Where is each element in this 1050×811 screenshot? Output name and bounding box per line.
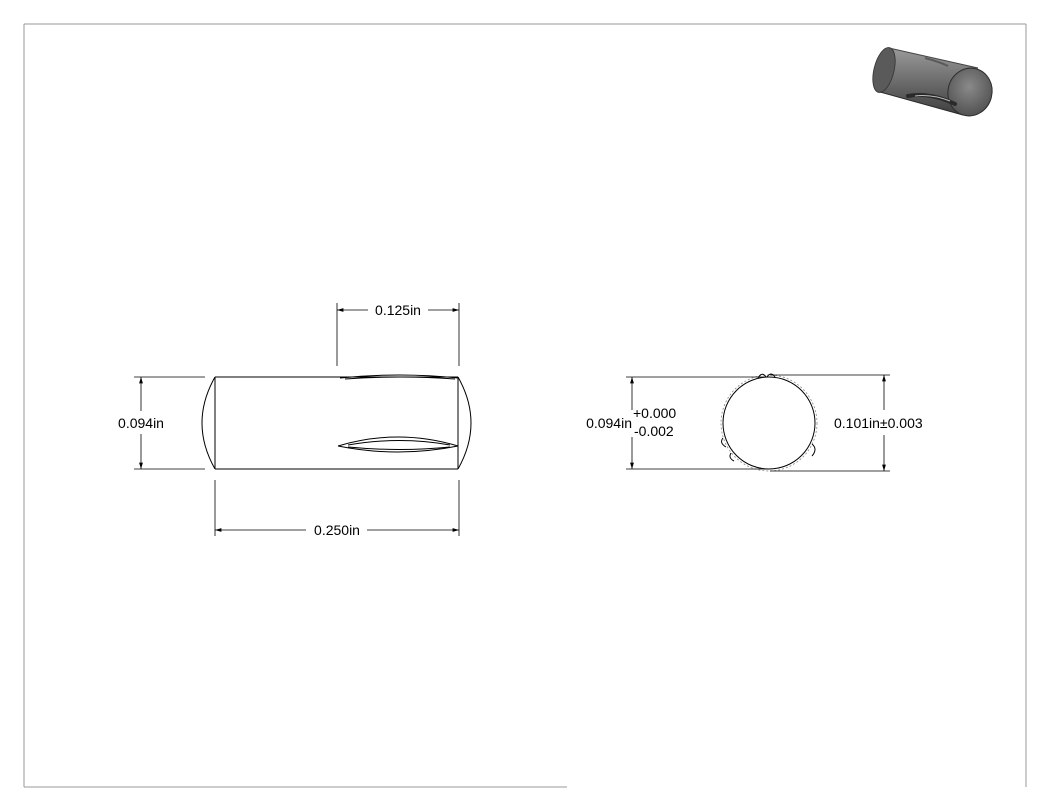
- pin-end-circle: [722, 376, 816, 470]
- overall-length-label: 0.250in: [314, 522, 360, 538]
- groove-diameter-label: 0.101in±0.003: [834, 415, 923, 431]
- side-diameter-dimension: 0.094in: [118, 376, 205, 470]
- grooved-pin-3d-render-icon: [872, 47, 993, 117]
- sheet-frame: [23, 23, 1027, 788]
- groove-diameter-dimension: 0.101in±0.003: [770, 374, 923, 472]
- pin-body-outline: [201, 376, 472, 470]
- side-groove: [337, 436, 459, 453]
- side-view: 0.125in 0.250in 0.094in: [118, 302, 472, 538]
- top-groove: [339, 374, 459, 380]
- groove-length-label: 0.125in: [375, 302, 421, 318]
- end-view: 0.094in +0.000 -0.002 0.101in±0.003: [586, 373, 923, 472]
- groove-envelope-circle: [720, 374, 818, 472]
- overall-length-dimension: 0.250in: [214, 480, 460, 538]
- groove-length-dimension: 0.125in: [336, 302, 460, 366]
- end-diameter-label: 0.094in: [586, 415, 632, 431]
- end-diameter-dimension: 0.094in +0.000 -0.002: [586, 376, 768, 470]
- side-diameter-label: 0.094in: [118, 415, 164, 431]
- tolerance-upper: +0.000: [633, 405, 676, 421]
- tolerance-lower: -0.002: [634, 423, 674, 439]
